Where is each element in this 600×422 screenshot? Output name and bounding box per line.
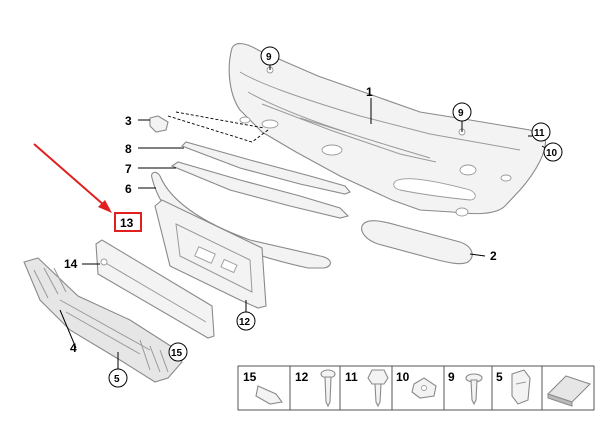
callout-label: 6 [125,182,132,196]
legend-label: 9 [448,370,455,384]
callout-label: 12 [239,317,251,328]
legend-item-10: 10 [396,370,437,399]
legend-label: 10 [396,370,410,384]
reflector-strip [361,220,473,265]
callout-label: 13 [120,216,134,230]
washer-screw-icon [465,373,483,406]
hex-bolt-icon [367,369,389,408]
highlight-arrow [33,143,112,213]
screw-icon [320,369,336,408]
callout-13-box: 13 [114,212,142,232]
legend-label: 5 [496,370,503,384]
legend-item-9: 9 [448,370,483,406]
legend-item-11: 11 [345,369,389,408]
fasteners-legend: 15 12 11 10 9 [237,365,595,411]
callout-7: 7 [125,162,132,176]
trim-strip-middle [170,161,350,219]
callout-label: 15 [171,348,183,359]
bumper-cover [228,42,546,217]
legend-item-15: 15 [243,370,283,405]
callout-label: 9 [458,108,464,119]
legend-label: 15 [243,370,257,384]
callout-12-circle: 12 [236,311,256,331]
legend-label: 12 [295,370,309,384]
legend-item-shim [546,375,592,407]
trim-strip-upper [181,141,351,195]
callout-4: 4 [70,341,77,355]
callout-label: 2 [490,249,497,263]
callout-5-circle: 5 [108,368,128,388]
bracket-clip-icon [511,369,531,405]
leader-lines [59,98,553,370]
speed-nut-icon [411,377,437,399]
tow-hook-cover [149,115,169,133]
callout-6: 6 [125,182,132,196]
legend-item-12: 12 [295,369,336,408]
callout-1: 1 [366,85,373,99]
callout-14: 14 [64,257,78,271]
callout-label: 1 [366,85,373,99]
callout-label: 10 [546,148,558,159]
callout-label: 4 [70,341,77,355]
callout-label: 11 [534,128,545,139]
license-plate-carrier [95,239,215,339]
callout-label: 9 [266,52,272,63]
callout-9b-circle: 9 [452,102,472,122]
callout-label: 7 [125,162,132,176]
callout-2: 2 [490,249,497,263]
clip-nut-icon [255,385,283,405]
callout-label: 5 [114,374,120,385]
callout-15-circle: 15 [168,342,188,362]
legend-item-5: 5 [496,369,531,405]
callout-8: 8 [125,142,132,156]
callout-3: 3 [125,114,132,128]
callout-label: 8 [125,142,132,156]
callout-11-circle: 11 [531,122,551,142]
license-plate-bracket [154,199,267,309]
callout-9-circle: 9 [260,46,280,66]
callout-label: 14 [64,257,78,271]
callout-label: 3 [125,114,132,128]
callout-10-circle: 10 [543,142,563,162]
lower-grille [23,257,183,383]
legend-label: 11 [345,370,358,384]
